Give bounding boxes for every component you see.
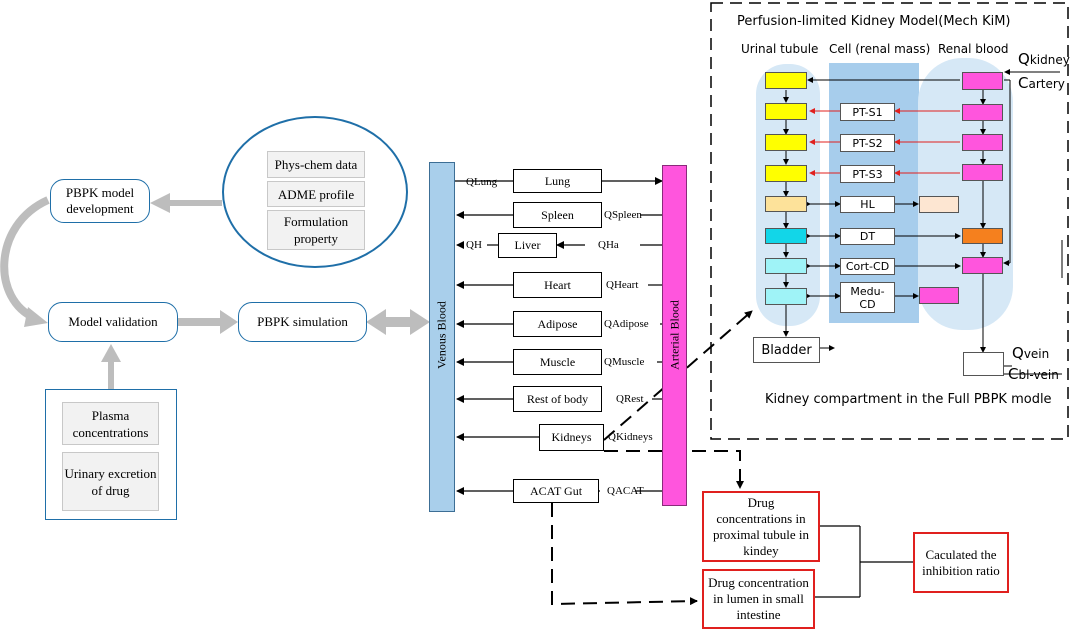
organ-acat-gut: ACAT Gut [513, 479, 599, 503]
plasma-box: Plasma concentrations [62, 402, 159, 445]
pbpk-development-box: PBPK model development [50, 179, 150, 223]
organ-liver: Liver [498, 233, 557, 258]
blood-seg-hl [919, 196, 959, 213]
flow-qheart: QHeart [606, 279, 639, 291]
arrow-sim-venous-headL [366, 309, 386, 335]
adme-box: ADME profile [267, 181, 365, 207]
arrow-val-sim-head [220, 310, 238, 334]
c-artery-label: Cartery [1018, 74, 1065, 92]
tubule-seg-2 [765, 103, 807, 120]
flow-qmuscle: QMuscle [604, 356, 645, 368]
q-kidney-sub: kidney [1029, 53, 1070, 67]
c-vein-label: Cbl-vein [1008, 365, 1059, 383]
tubule-seg-3 [765, 134, 807, 151]
cell-pt-s2: PT-S2 [840, 134, 895, 152]
cell-cort-cd: Cort-CD [840, 258, 895, 275]
c-vein-main: C [1008, 365, 1019, 383]
c-artery-sub: artery [1028, 77, 1065, 91]
drug-lumen-box: Drug concentration in lumen in small int… [702, 569, 815, 629]
cell-medu-cd: Medu-CD [840, 282, 895, 313]
col-renal-blood: Renal blood [938, 42, 1009, 56]
cell-dt: DT [840, 228, 895, 245]
blood-seg-3 [962, 134, 1003, 151]
arterial-blood-label: Arterial Blood [667, 300, 682, 370]
venous-blood-label: Venous Blood [434, 301, 449, 369]
flow-qh: QH [466, 239, 482, 251]
vein-box [963, 352, 1004, 376]
flow-qrest: QRest [616, 393, 644, 405]
flow-qlung: QLung [466, 176, 498, 188]
model-validation-box: Model validation [48, 302, 178, 342]
organ-spleen: Spleen [513, 202, 602, 228]
tubule-seg-6 [765, 228, 807, 244]
flow-qadipose: QAdipose [604, 318, 649, 330]
tubule-seg-1 [765, 72, 807, 89]
flow-qkidneys: QKidneys [608, 431, 653, 443]
arterial-blood-bar [662, 165, 687, 506]
phys-chem-box: Phys-chem data [267, 151, 365, 178]
blood-seg-cort [962, 257, 1003, 274]
venous-blood-bar [429, 162, 455, 512]
tubule-seg-8 [765, 288, 807, 305]
curve-head [24, 307, 48, 327]
arrow-sim-venous-headR [410, 309, 430, 335]
tubule-seg-7 [765, 258, 807, 274]
blood-seg-dt [962, 228, 1003, 244]
c-vein-sub: bl-vein [1018, 368, 1059, 382]
flow-qha: QHa [598, 239, 619, 251]
cell-pt-s1: PT-S1 [840, 103, 895, 121]
col-urinal-tubule: Urinal tubule [741, 42, 819, 56]
organ-kidneys: Kidneys [539, 424, 604, 451]
q-vein-label: Qvein [1012, 344, 1049, 362]
organ-rest-of-body: Rest of body [513, 386, 602, 412]
c-artery-main: C [1018, 74, 1029, 92]
pbpk-simulation-box: PBPK simulation [238, 302, 367, 342]
arrow-data-validation-head [101, 344, 121, 362]
kidney-title: Perfusion-limited Kidney Model(Mech KiM) [737, 14, 1011, 29]
q-vein-sub: vein [1023, 347, 1050, 361]
cell-pt-s3: PT-S3 [840, 165, 895, 183]
drug-pt-box: Drug concentrations in proximal tubule i… [702, 491, 820, 562]
formulation-box: Formulation property [267, 210, 365, 250]
organ-heart: Heart [513, 272, 602, 298]
cell-hl: HL [840, 196, 895, 213]
urinary-box: Urinary excretion of drug [62, 452, 159, 511]
blood-seg-2 [962, 104, 1003, 121]
kidney-caption: Kidney compartment in the Full PBPK modl… [765, 392, 1052, 407]
flow-qspleen: QSpleen [604, 209, 642, 221]
blood-seg-4 [962, 164, 1003, 181]
tubule-seg-4 [765, 165, 807, 182]
col-cell: Cell (renal mass) [829, 42, 931, 56]
flow-qacat: QACAT [607, 485, 644, 497]
dash-kidney-to-pt [604, 450, 744, 489]
kidney-frame [710, 2, 1069, 440]
arrow-to-dev-head [150, 193, 170, 213]
organ-adipose: Adipose [513, 311, 602, 337]
q-kidney-label: Qkidney [1018, 50, 1070, 68]
blood-seg-1 [962, 72, 1003, 90]
q-vein-main: Q [1012, 344, 1024, 362]
blood-seg-medu [919, 287, 959, 304]
inhibition-box: Caculated the inhibition ratio [913, 532, 1009, 593]
tubule-seg-5 [765, 196, 807, 212]
organ-muscle: Muscle [513, 349, 602, 375]
dash-gut-to-lumen [551, 503, 698, 606]
curve-dev-validation [0, 196, 50, 322]
bladder-box: Bladder [753, 337, 820, 363]
organ-lung: Lung [513, 169, 602, 193]
q-kidney-main: Q [1018, 50, 1030, 68]
